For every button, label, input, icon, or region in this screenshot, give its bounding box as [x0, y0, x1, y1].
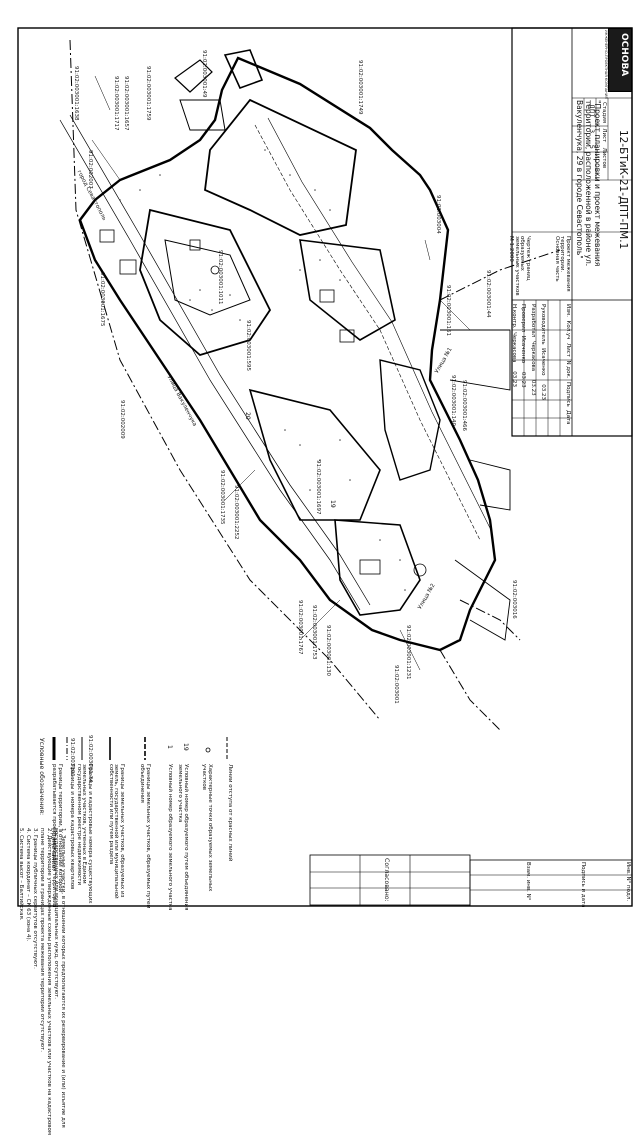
doc-code: 12-БТиК-21-ДПТ-ПМ.1 — [617, 130, 629, 250]
legend-code-7: 19 — [182, 743, 189, 751]
parcel-number-20: 20 — [244, 412, 251, 420]
parcel-number-19: 19 — [329, 500, 336, 508]
parcel-label-17: 91:02:003001:161 — [445, 285, 451, 337]
approval-label: Согласовано: — [383, 858, 390, 902]
stage-values: ДПТ 3 5 — [588, 104, 595, 149]
company-sub: ИНЖЕНЕРНО-ПРОЕКТНАЯ КОМПАНИЯ — [604, 30, 608, 99]
note-2: 2. Действующие утвержденные схемы распол… — [39, 828, 52, 1136]
quarter-label-1: 91:02:002007 — [87, 150, 93, 189]
legend-item-9: Линии отступа от красных линий — [227, 764, 233, 862]
legend-item-2: Границы и номера кадастровых кварталов — [69, 764, 75, 890]
parcel-label-3: 91:02:003001:1657 — [123, 76, 129, 131]
legend-item-6: Условный номер образуемого земельного уч… — [167, 764, 173, 911]
parcel-label-8: 91:02:003001:1011 — [217, 250, 223, 305]
parcel-label-5: 91:02:003001:1749 — [357, 60, 363, 115]
parcel-label-2: 91:02:003001:1717 — [113, 76, 119, 131]
drawing-title: Чертеж границ образуемых земельных участ… — [508, 236, 532, 296]
legend-item-8: Характерные точки образуемых земельных у… — [201, 764, 214, 892]
legend-item-7: Условный номер образуемого путем объедин… — [177, 764, 190, 911]
person-row-4: Н.контр. Черкасова 03.23 — [511, 304, 517, 387]
note-1: 1. Земельные участки, в отношении которы… — [53, 828, 66, 1128]
company-logo: ОСНОВА — [608, 28, 632, 92]
note-4: 4. Система координат – СК 63 (зона 4). — [25, 828, 31, 942]
legend-symbols — [52, 737, 228, 760]
section-title: Проект межевания территории. Основная ча… — [554, 236, 571, 292]
stamp-label-replace: Взам. инв. N° — [525, 862, 531, 901]
quarter-label-3: 91:02:003001 — [393, 665, 399, 704]
legend-item-5: Границы земельных участков, образуемых п… — [139, 764, 152, 909]
note-3: 3. Границы публичных сервитутов отсутств… — [32, 828, 38, 969]
note-5: 5. Система высот – Балтийская. — [18, 828, 24, 921]
parcel-label-16: 91:02:003001:1231 — [405, 625, 411, 680]
parcel-label-4: 91:02:003001:1759 — [145, 66, 151, 121]
site-plan — [59, 39, 561, 731]
person-row-1: Руководитель Исаченко 03.23 — [540, 304, 546, 401]
company-name: ОСНОВА — [619, 33, 629, 77]
parcel-label-20: 91:02:003001:466 — [461, 380, 467, 432]
quarter-label-2: 91:02:002009 — [119, 400, 125, 439]
parcel-label-6: 91:02:003001:49 — [201, 50, 207, 98]
inventory-stamp — [469, 859, 633, 907]
left-stamp-frame — [309, 854, 471, 906]
parcel-label-14: 91:02:003001:1753 — [311, 605, 317, 660]
person-row-2: Разработал Черкасова 03.23 — [530, 304, 536, 396]
title-block-frame — [511, 27, 633, 437]
parcel-label-13: 91:02:003001:1767 — [297, 600, 303, 655]
parcel-label-12: 91:02:003001:1697 — [315, 460, 321, 515]
legend-item-3: Границы и кадастровые номера существующи… — [76, 764, 93, 904]
stamp-label-sign: Подпись и дата — [580, 862, 586, 908]
sheet-frame — [17, 27, 633, 907]
parcel-label-15: 91:02:003001:130 — [325, 625, 331, 677]
legend-code-6: 1 — [166, 745, 173, 749]
legend-item-4: Границы земельных участков, образуемых и… — [108, 764, 125, 899]
header-row: Изм. Кол.уч Лист N док. Подпись Дата — [565, 304, 571, 425]
parcel-label-19: 91:02:003001:140 — [450, 375, 456, 427]
drawing-sheet: 12-БТиК-21-ДПТ-ПМ.1 "Проект планировки и… — [17, 27, 633, 1135]
parcel-label-18: 91:02:003001:44 — [485, 270, 491, 318]
legend-title: Условные обозначения: — [38, 738, 45, 816]
vegetation — [119, 149, 406, 591]
parcel-label-11: 91:02:003001:2252 — [233, 485, 239, 540]
leader-lines — [91, 75, 471, 671]
quarter-label-4: 91:02:003016 — [511, 580, 517, 619]
person-row-3: Проверил Исаченко 03.23 — [520, 304, 526, 388]
parcel-label-10: 91:02:003001:1735 — [219, 470, 225, 525]
parcel-label-9: 91:02:003001:595 — [245, 320, 251, 372]
stage-header: Стадия Лист Листов — [601, 102, 607, 169]
parcel-label-7: 91:02:003001:1675 — [99, 272, 105, 327]
quarter-label-5: 91:02:003004 — [435, 195, 441, 234]
stamp-label-inv: Инв. N° подл. — [625, 862, 631, 902]
drawing-graphics — [17, 27, 633, 907]
parcel-label-1: 91:02:003001:1638 — [73, 66, 79, 121]
